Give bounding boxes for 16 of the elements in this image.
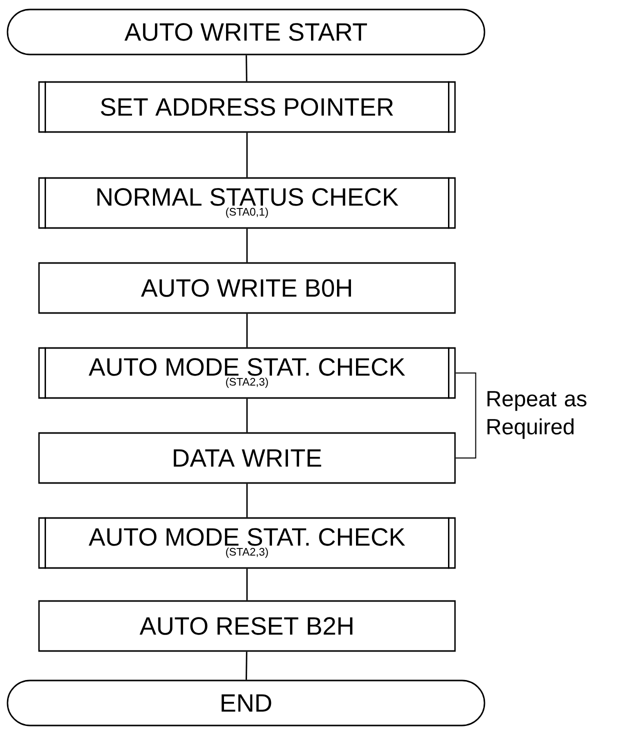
connector-line bbox=[246, 228, 248, 262]
connector-line bbox=[246, 314, 248, 348]
connector-line bbox=[246, 484, 248, 518]
subroutine-box: NORMAL STATUS CHECK (STA0,1) bbox=[38, 177, 456, 229]
subroutine-box: SET ADDRESS POINTER bbox=[38, 81, 456, 133]
subroutine-box: AUTO MODE STAT. CHECK (STA2,3) bbox=[38, 347, 456, 399]
subroutine-box: AUTO MODE STAT. CHECK (STA2,3) bbox=[38, 517, 456, 569]
connector-line bbox=[246, 55, 248, 82]
connector-line bbox=[246, 398, 248, 432]
connector-line bbox=[246, 568, 248, 600]
process-box: AUTO RESET B2H bbox=[38, 600, 456, 652]
connector-line bbox=[246, 652, 248, 680]
process-box: AUTO WRITE B0H bbox=[38, 262, 456, 314]
connector-line bbox=[246, 132, 248, 178]
note-text: Repeat as Required bbox=[488, 391, 586, 439]
process-box: DATA WRITE bbox=[38, 432, 456, 484]
